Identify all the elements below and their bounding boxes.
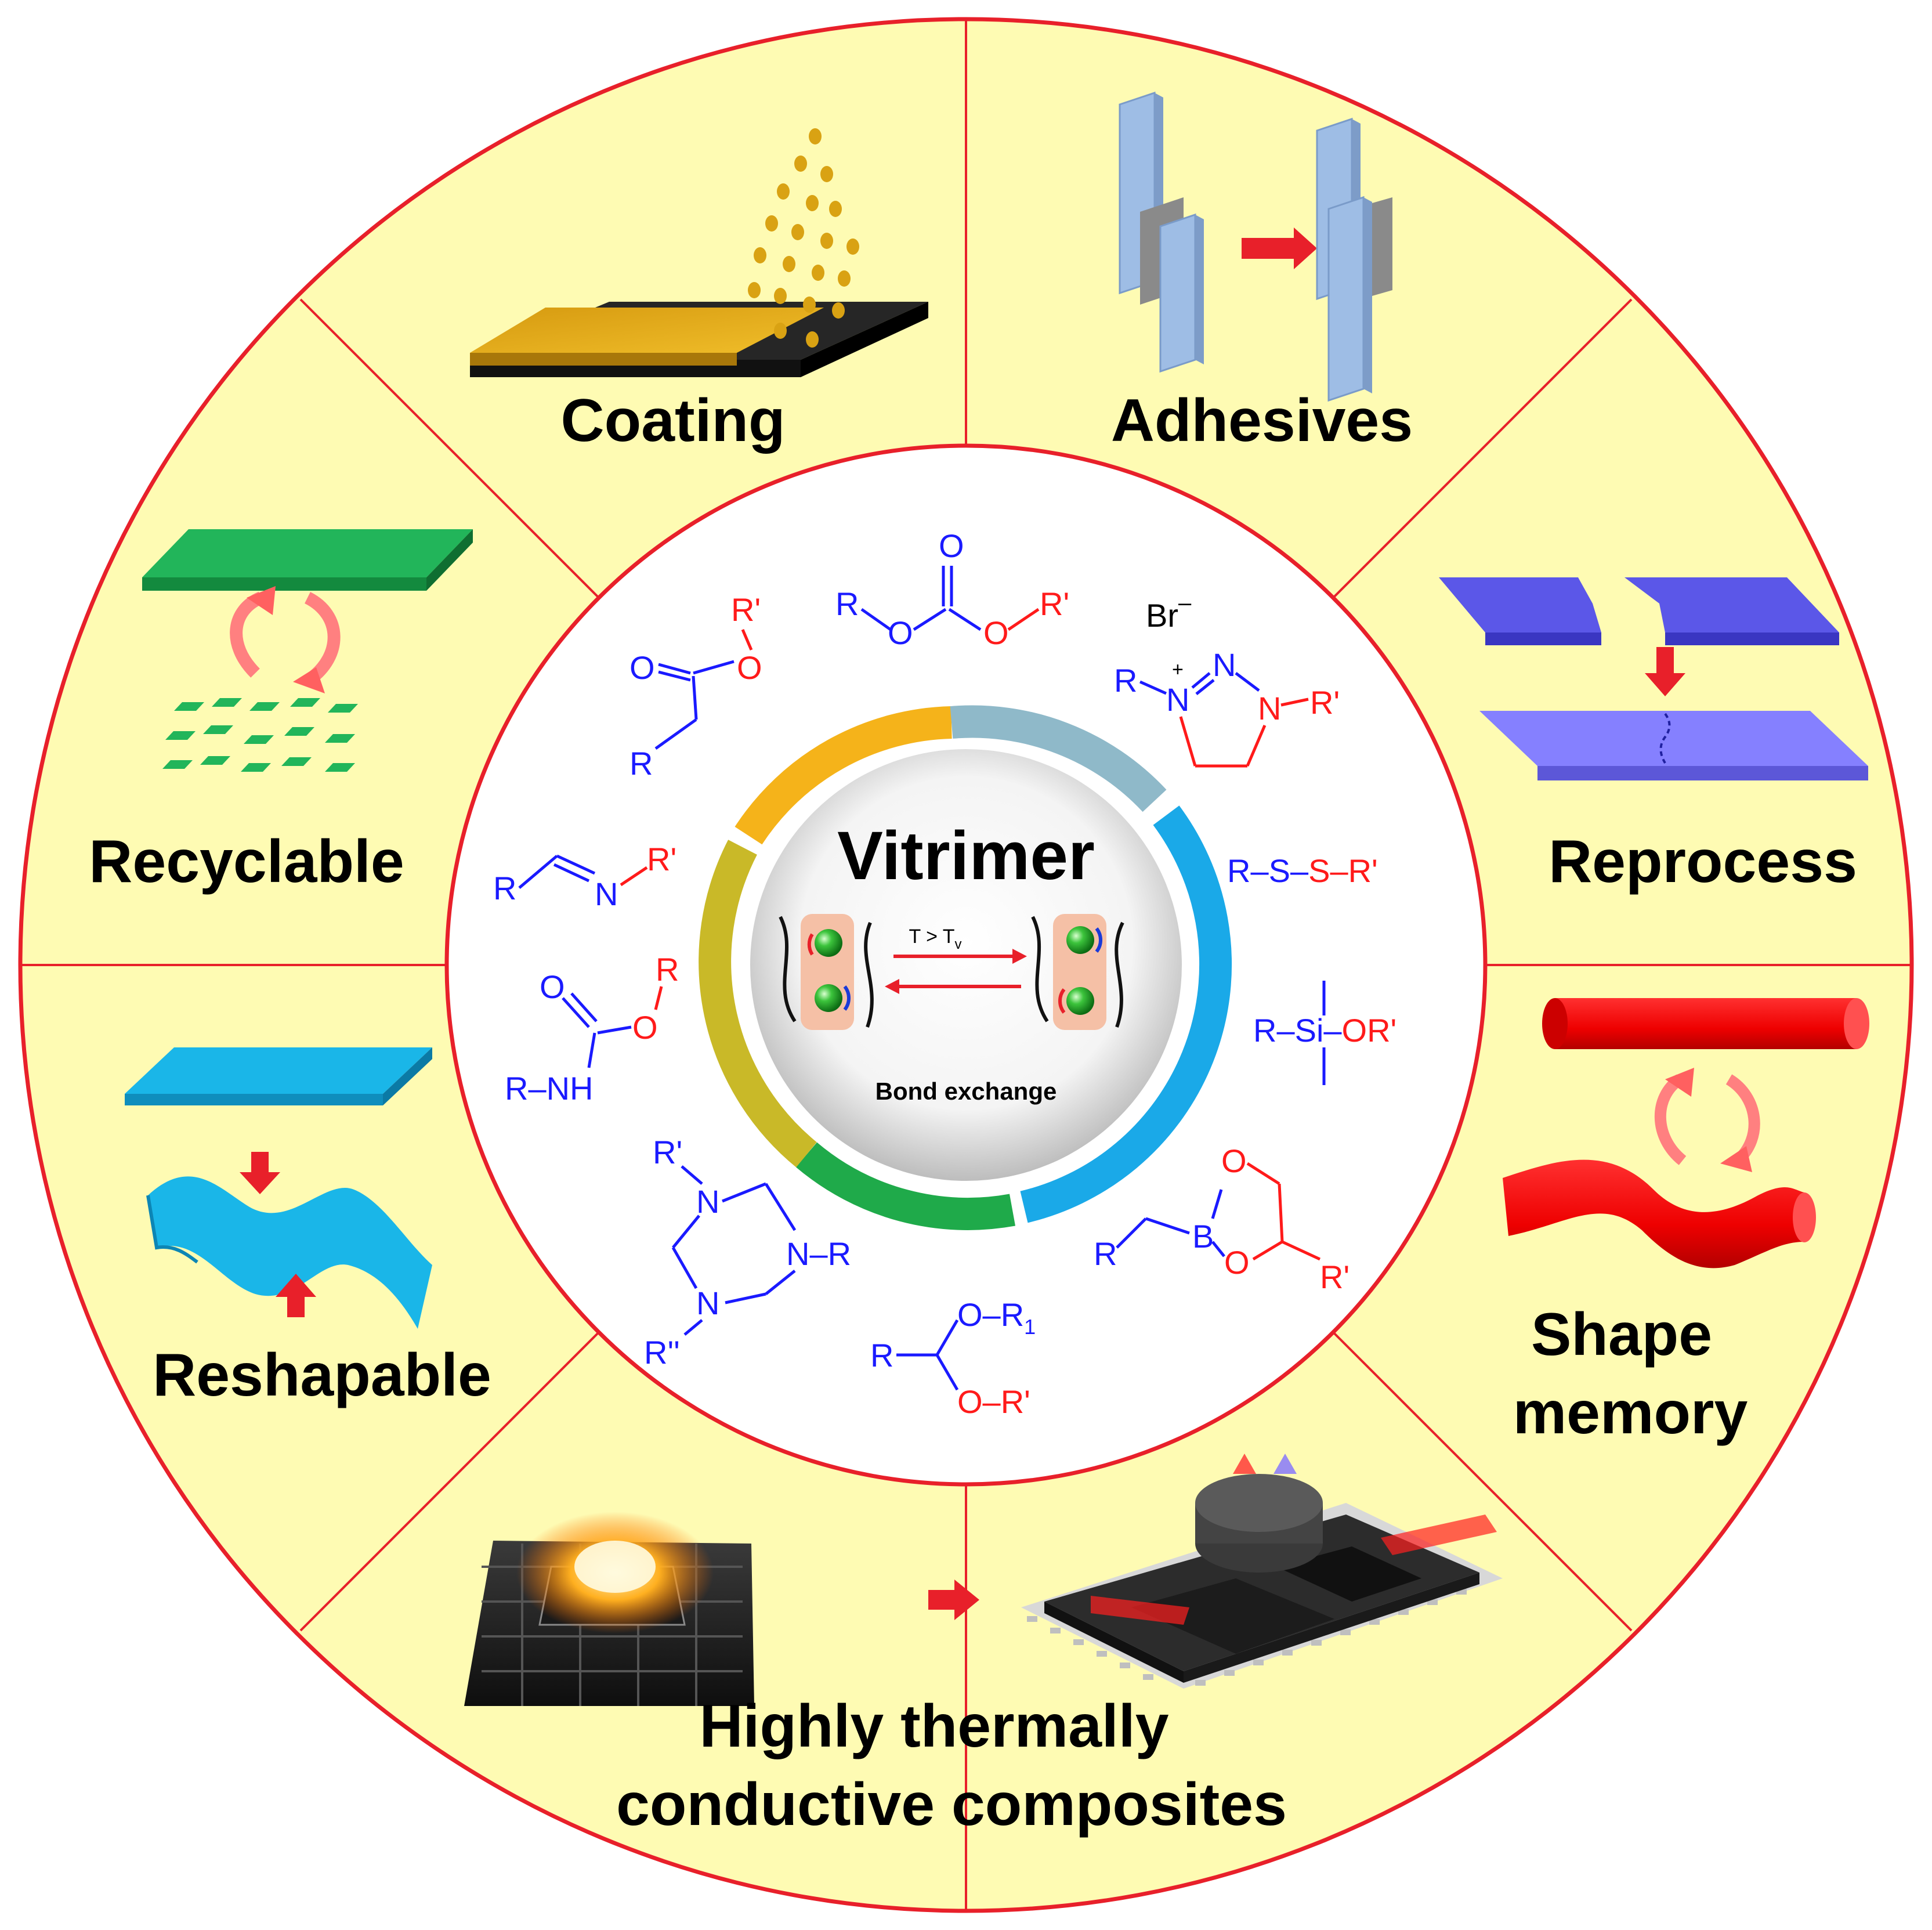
svg-text:R: R xyxy=(1094,1235,1117,1272)
acetal-structure: R O–R1 O–R' xyxy=(870,1296,1036,1420)
svg-text:O: O xyxy=(888,615,913,651)
svg-text:R'': R'' xyxy=(644,1334,680,1371)
coating-illustration xyxy=(470,128,928,377)
composites-label-line2: conductive composites xyxy=(616,1771,1287,1838)
overheating-chip-image xyxy=(464,1512,754,1706)
svg-text:+: + xyxy=(1172,659,1184,681)
svg-text:O: O xyxy=(632,1009,658,1046)
svg-text:B: B xyxy=(1192,1218,1214,1255)
svg-text:R': R' xyxy=(1320,1259,1349,1295)
carbonate-structure: O R O O R' xyxy=(835,527,1069,651)
svg-text:O: O xyxy=(540,968,565,1005)
shape-memory-label-line2: memory xyxy=(1513,1379,1748,1447)
shape-cycle-left-icon xyxy=(1654,1074,1687,1165)
shape-memory-label-line1: Shape xyxy=(1531,1301,1712,1368)
reshapable-illustration xyxy=(125,1047,432,1329)
silyl-ether-structure: R–Si–OR' xyxy=(1253,981,1396,1085)
urethane-structure: R O O R–NH xyxy=(505,951,679,1107)
svg-text:N: N xyxy=(696,1285,719,1321)
recyclable-illustration xyxy=(142,529,473,772)
press-down-arrow-icon xyxy=(251,1152,269,1175)
svg-text:O–R': O–R' xyxy=(957,1383,1030,1420)
cooled-chip-image xyxy=(1021,1454,1503,1689)
svg-text:R: R xyxy=(870,1337,893,1374)
bond-exchange-diagram xyxy=(779,914,1124,1030)
segment-dividers xyxy=(20,19,1912,1911)
cycle-arrow-right-icon xyxy=(304,592,341,684)
transfer-arrow-icon xyxy=(928,1590,957,1610)
disulfide-structure: R–S–S–R' xyxy=(1227,852,1378,889)
ester-structure: R' O O R xyxy=(629,591,762,782)
coating-label: Coating xyxy=(560,387,785,454)
svg-text:R: R xyxy=(656,951,679,988)
press-up-arrow-icon xyxy=(287,1294,305,1317)
svg-text:R: R xyxy=(629,745,653,782)
svg-text:R–NH: R–NH xyxy=(505,1070,593,1107)
vitrimer-title: Vitrimer xyxy=(837,818,1095,894)
boronic-ester-structure: R B O O R' xyxy=(1094,1143,1349,1295)
adhesives-label: Adhesives xyxy=(1111,387,1413,454)
svg-text:R: R xyxy=(1114,662,1137,699)
composites-label-line1: Highly thermally xyxy=(699,1693,1168,1760)
condition-text: T > Tv xyxy=(909,926,961,952)
triazolium-structure: Br– R N + N N R' xyxy=(1114,590,1340,768)
svg-text:R': R' xyxy=(1040,585,1069,622)
svg-text:O: O xyxy=(629,649,655,686)
shape-memory-illustration xyxy=(1503,998,1869,1268)
recyclable-label: Recyclable xyxy=(89,828,404,895)
svg-text:N: N xyxy=(1213,646,1236,683)
svg-text:O: O xyxy=(737,649,762,686)
svg-text:N: N xyxy=(1258,690,1281,727)
reshapable-label: Reshapable xyxy=(153,1342,491,1409)
svg-text:R–S–S–R': R–S–S–R' xyxy=(1227,852,1378,889)
svg-text:R: R xyxy=(493,870,516,906)
svg-text:R': R' xyxy=(653,1134,682,1170)
svg-text:R': R' xyxy=(1310,684,1340,721)
svg-text:R': R' xyxy=(647,841,676,877)
reprocess-illustration xyxy=(1439,577,1868,780)
reprocess-label: Reprocess xyxy=(1549,828,1857,895)
adhesives-illustration xyxy=(1119,91,1392,402)
svg-text:N: N xyxy=(1166,681,1189,718)
center-bubble xyxy=(750,749,1182,1181)
svg-text:N: N xyxy=(696,1183,719,1220)
bond-type-ring xyxy=(699,705,1232,1230)
imine-structure: R N R' xyxy=(493,841,676,912)
svg-text:R–Si–OR': R–Si–OR' xyxy=(1253,1012,1396,1049)
svg-text:R: R xyxy=(835,585,859,622)
svg-text:N: N xyxy=(595,876,618,912)
svg-text:Br–: Br– xyxy=(1146,590,1192,634)
svg-text:R': R' xyxy=(731,591,761,628)
svg-text:N–R: N–R xyxy=(786,1235,851,1272)
svg-text:O–R1: O–R1 xyxy=(957,1296,1036,1339)
svg-text:O: O xyxy=(939,527,964,564)
svg-text:O: O xyxy=(1224,1244,1250,1281)
cycle-arrow-left-icon xyxy=(230,591,264,678)
svg-text:O: O xyxy=(1221,1143,1247,1179)
triazinane-structure: R' N N–R N R'' xyxy=(644,1134,851,1371)
bond-exchange-caption: Bond exchange xyxy=(875,1078,1057,1105)
svg-text:O: O xyxy=(983,615,1009,651)
down-arrow-icon xyxy=(1656,647,1674,676)
